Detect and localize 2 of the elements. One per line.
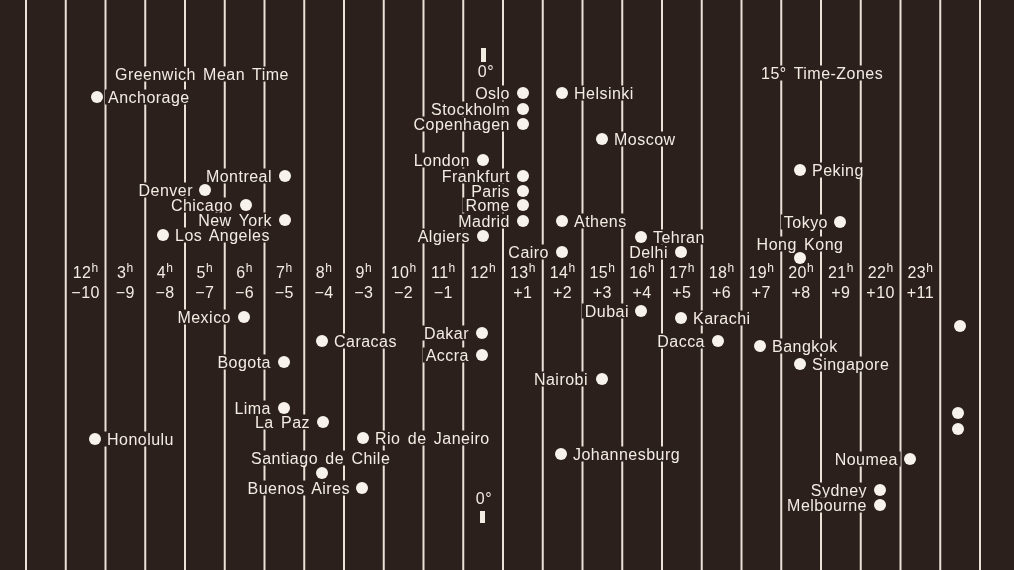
- city-label: Dakar: [420, 325, 472, 341]
- city-label: Accra: [422, 347, 472, 363]
